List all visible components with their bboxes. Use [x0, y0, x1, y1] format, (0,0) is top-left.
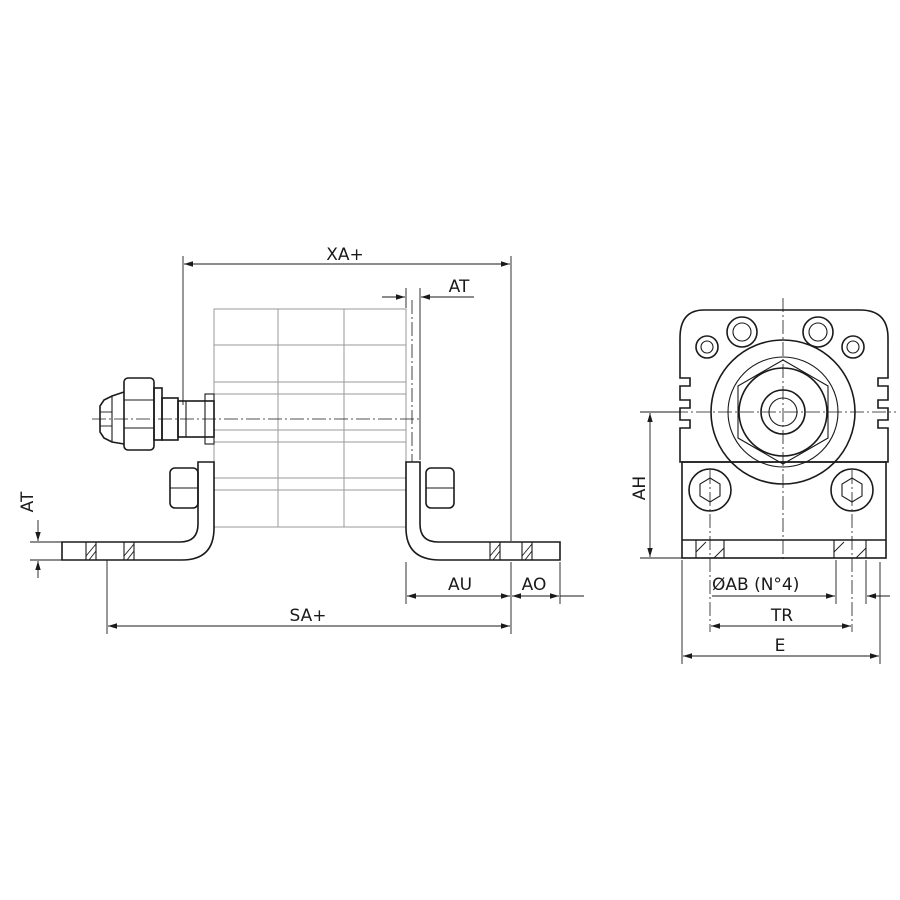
dim-ah: AH — [630, 411, 682, 559]
label-tr: TR — [770, 606, 793, 626]
right-foot-bracket — [405, 461, 561, 561]
left-bracket-holes — [85, 542, 135, 561]
front-housing — [679, 309, 889, 463]
rod-nut — [99, 377, 163, 451]
label-ab: ØAB (N°4) — [712, 575, 799, 595]
label-at-top: AT — [449, 277, 470, 297]
label-au: AU — [448, 575, 472, 595]
dim-tr: TR — [711, 606, 851, 629]
label-at-left: AT — [18, 491, 38, 512]
front-foot-plate — [681, 461, 887, 559]
front-view: AH ØAB (N°4) TR E — [630, 298, 896, 664]
right-bracket-holes — [489, 542, 533, 561]
side-view: XA+ AT AT AU AO — [18, 245, 584, 634]
front-top-holes — [695, 316, 865, 359]
dim-sa: SA+ — [106, 560, 512, 634]
dim-ab: ØAB (N°4) — [712, 560, 890, 604]
dim-au: AU — [405, 562, 512, 604]
dim-at-top: AT — [382, 277, 474, 460]
label-e: E — [775, 636, 786, 656]
dim-ao: AO — [512, 562, 584, 604]
cylinder-body — [213, 308, 407, 528]
dim-xa: XA+ — [182, 245, 512, 541]
label-ao: AO — [522, 575, 547, 595]
label-ah: AH — [630, 476, 650, 500]
dim-at-left: AT — [18, 491, 62, 578]
left-foot-bracket — [61, 461, 215, 561]
label-xa: XA+ — [326, 245, 364, 265]
dim-e: E — [681, 560, 881, 664]
label-sa: SA+ — [290, 606, 327, 626]
